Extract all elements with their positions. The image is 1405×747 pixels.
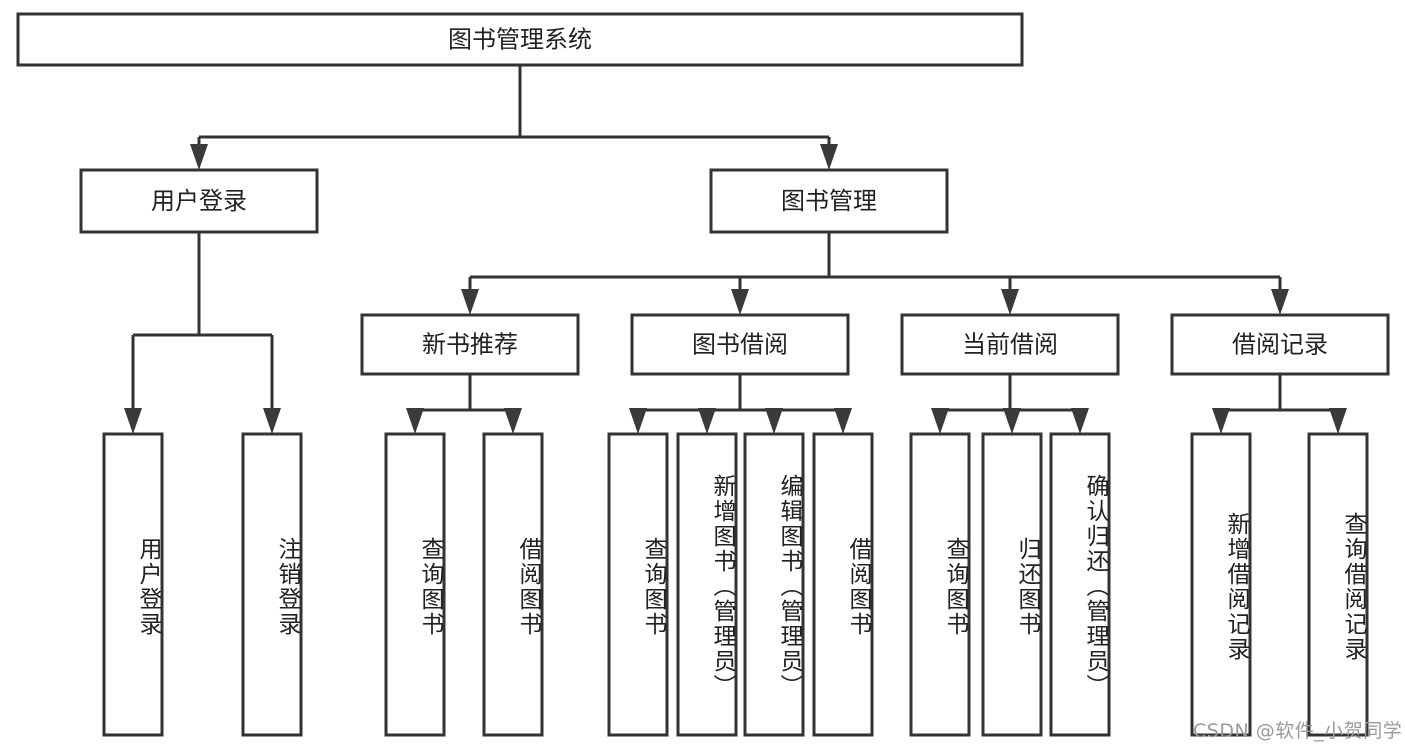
leaf-node-查询图书[interactable] xyxy=(607,432,669,737)
arrowhead-icon xyxy=(1329,408,1347,434)
node-label: 借阅记录 xyxy=(1232,331,1328,359)
node-level3-当前借阅[interactable]: 当前借阅 xyxy=(900,313,1120,376)
arrowhead-icon xyxy=(504,408,522,434)
node-level3-图书借阅[interactable]: 图书借阅 xyxy=(630,313,850,376)
leaf-node-box xyxy=(1190,432,1252,737)
arrowhead-icon xyxy=(190,144,208,170)
arrowhead-icon xyxy=(461,289,479,315)
leaf-node-注销登录[interactable] xyxy=(241,432,303,737)
leaf-node-编辑图书管理员[interactable] xyxy=(743,432,805,737)
arrowhead-icon xyxy=(1071,408,1089,434)
leaf-node-借阅图书[interactable] xyxy=(482,432,544,737)
leaf-node-box xyxy=(607,432,669,737)
leaf-node-查询图书[interactable] xyxy=(909,432,971,737)
arrowhead-icon xyxy=(731,289,749,315)
leaf-node-box xyxy=(102,432,164,737)
node-label: 图书管理 xyxy=(781,187,877,215)
leaf-node-box xyxy=(241,432,303,737)
leaf-node-确认归还管理员[interactable] xyxy=(1049,432,1111,737)
node-label: 当前借阅 xyxy=(962,331,1058,359)
arrowhead-icon xyxy=(820,144,838,170)
leaf-node-box xyxy=(1049,432,1111,737)
arrowhead-icon xyxy=(1001,289,1019,315)
leaf-node-box xyxy=(812,432,874,737)
node-box xyxy=(360,313,580,376)
node-box xyxy=(1170,313,1390,376)
node-box xyxy=(709,168,949,234)
leaf-node-查询借阅记录[interactable] xyxy=(1307,432,1369,737)
node-label: 图书管理系统 xyxy=(448,26,592,54)
edges-layer xyxy=(124,65,1347,434)
leaf-node-新增借阅记录[interactable] xyxy=(1190,432,1252,737)
csdn-watermark: CSDN @软件_小贺同学 xyxy=(1193,720,1403,742)
arrowhead-icon xyxy=(629,408,647,434)
arrowhead-icon xyxy=(1212,408,1230,434)
node-root-图书管理系统[interactable]: 图书管理系统 xyxy=(16,12,1024,67)
leaf-node-box xyxy=(384,432,446,737)
leaf-node-box xyxy=(909,432,971,737)
leaf-node-用户登录[interactable] xyxy=(102,432,164,737)
node-box xyxy=(16,12,1024,67)
leaf-node-查询图书[interactable] xyxy=(384,432,446,737)
arrowhead-icon xyxy=(765,408,783,434)
node-box xyxy=(630,313,850,376)
leaf-node-box xyxy=(676,432,738,737)
arrowhead-icon xyxy=(406,408,424,434)
node-label: 用户登录 xyxy=(151,187,247,215)
node-box xyxy=(79,168,319,234)
arrowhead-icon xyxy=(263,408,281,434)
arrowhead-icon xyxy=(931,408,949,434)
arrowhead-icon xyxy=(834,408,852,434)
leaf-node-借阅图书[interactable] xyxy=(812,432,874,737)
arrowhead-icon xyxy=(698,408,716,434)
node-level2-图书管理[interactable]: 图书管理 xyxy=(709,168,949,234)
node-level3-新书推荐[interactable]: 新书推荐 xyxy=(360,313,580,376)
node-label: 图书借阅 xyxy=(692,331,788,359)
node-box xyxy=(900,313,1120,376)
node-label: 新书推荐 xyxy=(422,331,518,359)
node-level3-借阅记录[interactable]: 借阅记录 xyxy=(1170,313,1390,376)
leaf-node-归还图书[interactable] xyxy=(981,432,1043,737)
leaf-node-box xyxy=(981,432,1043,737)
arrowhead-icon xyxy=(1271,289,1289,315)
leaf-node-box xyxy=(482,432,544,737)
leaf-node-box xyxy=(1307,432,1369,737)
leaf-node-新增图书管理员[interactable] xyxy=(676,432,738,737)
leaf-node-box xyxy=(743,432,805,737)
arrowhead-icon xyxy=(1003,408,1021,434)
node-level2-用户登录[interactable]: 用户登录 xyxy=(79,168,319,234)
arrowhead-icon xyxy=(124,408,142,434)
